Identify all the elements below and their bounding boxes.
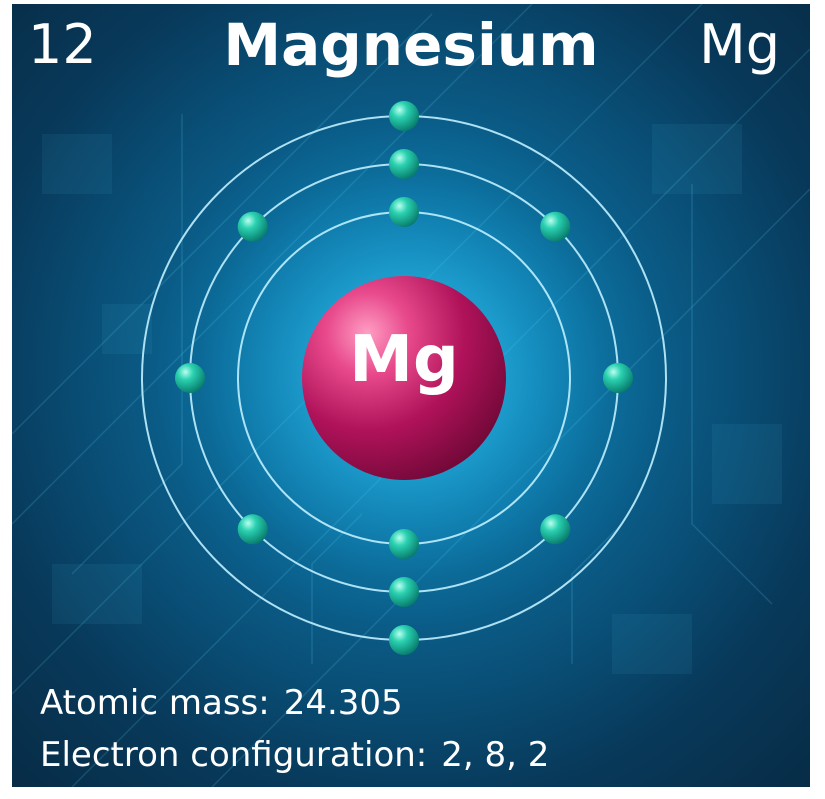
atom-diagram bbox=[141, 101, 667, 655]
element-name: Magnesium bbox=[223, 11, 599, 79]
electron-shell-2-4 bbox=[540, 514, 571, 545]
element-symbol: Mg bbox=[699, 13, 780, 76]
electron-configuration-line: Electron configuration: 2, 8, 2 bbox=[40, 738, 549, 772]
electron-shell-2-7 bbox=[175, 363, 205, 393]
atomic-mass-line: Atomic mass: 24.305 bbox=[40, 686, 403, 720]
electron-shell-2-1 bbox=[389, 149, 419, 179]
nucleus-label: Mg bbox=[349, 323, 459, 397]
electron-configuration-value: 2, 8, 2 bbox=[441, 735, 550, 775]
electron-configuration-label: Electron configuration: bbox=[40, 735, 428, 775]
electron-shell-2-5 bbox=[389, 577, 419, 607]
electron-shell-3-2 bbox=[389, 625, 419, 655]
electron-shell-2-6 bbox=[237, 514, 268, 545]
nucleus bbox=[302, 276, 506, 480]
electron-shell-2-2 bbox=[540, 211, 571, 242]
electron-shell-2-3 bbox=[603, 363, 633, 393]
element-card: 12 Magnesium Mg Mg Atomic mass:24.30 bbox=[12, 4, 810, 787]
electron-shell-1-1 bbox=[389, 197, 419, 227]
atomic-mass-value: 24.305 bbox=[283, 683, 403, 723]
electron-shell-1-2 bbox=[389, 529, 419, 559]
atomic-number: 12 bbox=[28, 13, 97, 76]
electron-shell-2-8 bbox=[237, 211, 268, 242]
atomic-mass-label: Atomic mass: bbox=[40, 683, 270, 723]
electron-shell-3-1 bbox=[389, 101, 419, 131]
